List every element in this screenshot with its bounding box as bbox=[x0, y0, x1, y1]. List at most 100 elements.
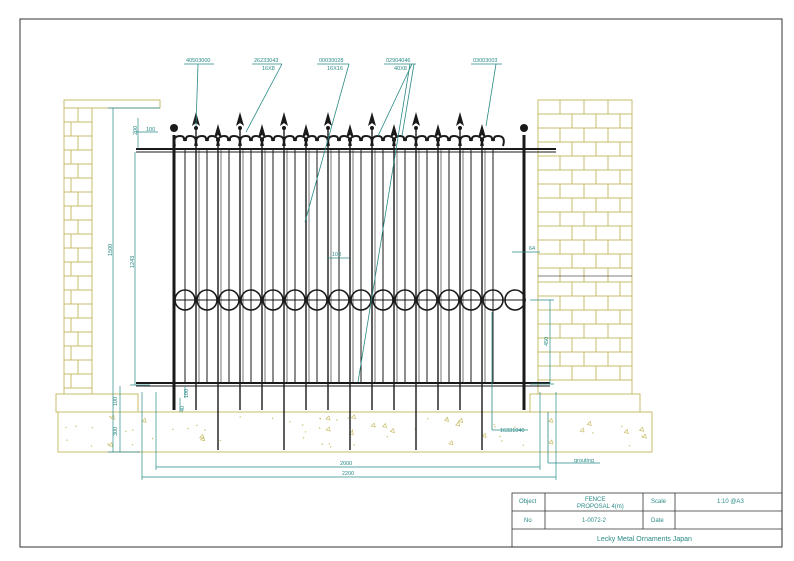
concrete-aggregate bbox=[353, 444, 356, 446]
spear-finial bbox=[434, 124, 442, 138]
concrete-aggregate bbox=[592, 432, 594, 434]
left-brick-pier bbox=[55, 99, 161, 413]
finial-collar bbox=[458, 126, 462, 130]
dim-lower-a: 100 bbox=[184, 389, 190, 398]
concrete-aggregate bbox=[623, 428, 629, 434]
scroll-ornament bbox=[393, 134, 406, 147]
finial-collar bbox=[370, 126, 374, 130]
concrete-aggregate bbox=[638, 426, 645, 432]
concrete-aggregate bbox=[90, 445, 93, 447]
object-value-line1: FENCE bbox=[585, 497, 605, 503]
dim-pier-gap: 64 bbox=[529, 246, 535, 252]
concrete-aggregate bbox=[329, 446, 332, 448]
spear-finial bbox=[390, 124, 398, 138]
concrete-aggregate bbox=[65, 426, 67, 429]
scroll-ornament bbox=[217, 134, 230, 147]
scroll-ornament bbox=[481, 134, 494, 147]
callout-rail: 02904046 bbox=[386, 58, 410, 64]
date-label: Date bbox=[651, 518, 664, 524]
concrete-aggregate bbox=[132, 429, 134, 431]
dim-lower-c: 100 bbox=[113, 397, 119, 406]
concrete-aggregate bbox=[389, 427, 395, 434]
company-name: Lecky Metal Ornaments Japan bbox=[597, 536, 692, 543]
concrete-aggregate bbox=[141, 417, 147, 423]
scroll-ornament bbox=[327, 134, 340, 147]
finial-collar bbox=[194, 126, 198, 130]
concrete-aggregate bbox=[200, 436, 206, 442]
scroll-ornament bbox=[459, 134, 472, 147]
concrete-aggregate bbox=[304, 431, 307, 433]
concrete-aggregate bbox=[457, 417, 464, 423]
scroll-ornament bbox=[228, 134, 241, 147]
scroll-ornament bbox=[371, 134, 384, 147]
concrete-foundation bbox=[57, 411, 653, 453]
dim-lower-b: 40 bbox=[180, 406, 186, 412]
concrete-aggregate bbox=[271, 417, 274, 420]
scroll-ornament bbox=[415, 134, 428, 147]
scroll-ornament bbox=[492, 134, 505, 147]
concrete-aggregate bbox=[348, 430, 354, 436]
concrete-aggregate bbox=[318, 427, 321, 429]
concrete-aggregate bbox=[522, 444, 525, 446]
spear-finial bbox=[236, 112, 244, 126]
dim-total-height: 1500 bbox=[108, 244, 114, 256]
concrete-aggregate bbox=[325, 426, 331, 432]
dim-foundation: 300 bbox=[113, 427, 119, 436]
concrete-aggregate bbox=[350, 413, 356, 420]
dim-width-inner: 2000 bbox=[340, 461, 352, 467]
concrete-aggregate bbox=[319, 417, 321, 420]
dim-top-gap: 200 bbox=[133, 126, 139, 135]
finial-collar bbox=[238, 126, 242, 130]
finial-collar bbox=[326, 126, 330, 130]
spear-finial bbox=[412, 112, 420, 126]
no-value: 1-0072-2 bbox=[582, 518, 607, 524]
spear-finial bbox=[258, 124, 266, 138]
concrete-aggregate bbox=[66, 439, 68, 441]
concrete-aggregate bbox=[443, 416, 450, 422]
spear-finial bbox=[214, 124, 222, 138]
concrete-aggregate bbox=[107, 443, 109, 445]
callout-grouting: grouting bbox=[574, 458, 594, 464]
finial-collar bbox=[282, 126, 286, 130]
concrete-aggregate bbox=[196, 424, 198, 427]
concrete-aggregate bbox=[621, 425, 623, 428]
concrete-aggregate bbox=[381, 422, 388, 429]
concrete-aggregate bbox=[351, 429, 354, 431]
callout-spear-right: 03003003 bbox=[473, 58, 497, 64]
scroll-ornament bbox=[272, 134, 285, 147]
callout-ring: 16331040 bbox=[500, 428, 524, 434]
concrete-aggregate bbox=[499, 435, 501, 438]
concrete-aggregate bbox=[302, 437, 305, 439]
concrete-aggregate bbox=[548, 417, 554, 423]
scroll-ornament bbox=[283, 134, 296, 147]
object-label: Object bbox=[519, 499, 537, 505]
concrete-aggregate bbox=[107, 441, 114, 448]
scroll-ornament bbox=[261, 134, 274, 147]
callout-picket: 00030028 bbox=[319, 58, 343, 64]
concrete-aggregate bbox=[109, 415, 111, 418]
concrete-aggregate bbox=[347, 417, 349, 419]
scroll-ornament bbox=[360, 134, 373, 147]
concrete-aggregate bbox=[219, 439, 222, 442]
callout-picket-size: 16X16 bbox=[327, 66, 343, 72]
concrete-aggregate bbox=[302, 424, 304, 426]
finial-collar bbox=[414, 126, 418, 130]
post-cap bbox=[170, 124, 178, 132]
concrete-aggregate bbox=[455, 421, 461, 427]
callout-spear-top: 40503000 bbox=[186, 58, 210, 64]
callout-rail-size: 40X8 bbox=[394, 66, 407, 72]
spear-finial bbox=[368, 112, 376, 126]
fence-panel bbox=[136, 112, 556, 450]
post-cap bbox=[520, 124, 528, 132]
scroll-ornament bbox=[195, 134, 208, 147]
concrete-aggregate bbox=[151, 437, 154, 440]
concrete-aggregate bbox=[501, 440, 503, 442]
concrete-aggregate bbox=[289, 421, 291, 423]
concrete-aggregate bbox=[641, 433, 647, 439]
concrete-aggregate bbox=[448, 440, 454, 446]
scroll-ornament bbox=[437, 134, 450, 147]
title-block bbox=[511, 492, 783, 548]
spear-finial bbox=[456, 112, 464, 126]
concrete-aggregate bbox=[426, 418, 429, 420]
scroll-ornament bbox=[173, 134, 186, 147]
